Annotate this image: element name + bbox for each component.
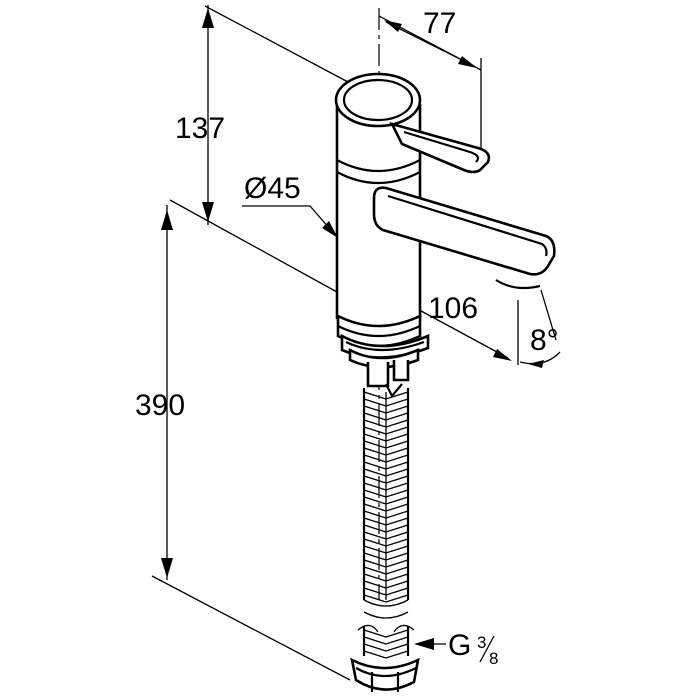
dim-diameter-label: Ø45 — [244, 172, 301, 205]
dimension-77: 77 — [378, 7, 482, 152]
braid-segment — [363, 566, 409, 575]
braid-segment — [363, 524, 409, 533]
braid-segment — [363, 573, 409, 582]
dimension-angle-8: 8° — [519, 289, 561, 368]
thread-denominator-label: 8 — [489, 649, 498, 668]
braid-segment — [363, 454, 409, 463]
dim-angle-label: 8° — [530, 324, 559, 357]
dim-106-label: 106 — [428, 292, 478, 325]
dim-77-label: 77 — [423, 7, 456, 40]
thread-numerator-label: 3 — [477, 633, 486, 652]
dimension-diameter-45: Ø45 — [242, 172, 338, 238]
braid-segment — [363, 629, 409, 638]
lever-handle — [389, 121, 491, 174]
braid-segment — [363, 531, 409, 540]
braid-segment — [363, 433, 409, 442]
braid-segment — [363, 447, 409, 456]
braid-segment — [363, 440, 409, 449]
braid-segment — [363, 496, 409, 505]
dim-390-label: 390 — [135, 389, 185, 422]
braid-segment — [363, 594, 409, 603]
spout — [372, 186, 556, 290]
braid-segment — [363, 510, 409, 519]
braid-segment — [363, 636, 409, 645]
braid-segment — [363, 412, 409, 421]
braid-segment — [363, 482, 409, 491]
braid-segment — [363, 503, 409, 512]
dimension-390: 390 — [135, 205, 351, 681]
thread-callout: G 3 8 — [414, 629, 498, 668]
braid-segment — [363, 650, 409, 659]
braid-segment — [363, 426, 409, 435]
dimension-137: 137 — [169, 5, 349, 293]
braid-segment — [363, 461, 409, 470]
braid-segment — [363, 468, 409, 477]
dim-137-label: 137 — [175, 112, 225, 145]
hose-braid-pattern — [363, 391, 409, 659]
braid-segment — [363, 587, 409, 596]
braid-segment — [363, 545, 409, 554]
braid-segment — [363, 643, 409, 652]
thread-prefix-label: G — [448, 629, 471, 662]
braid-segment — [363, 559, 409, 568]
braid-segment — [363, 398, 409, 407]
braid-segment — [363, 489, 409, 498]
braid-segment — [363, 538, 409, 547]
braid-segment — [363, 475, 409, 484]
braid-segment — [363, 405, 409, 414]
braid-segment — [363, 517, 409, 526]
connector-stubs — [366, 360, 410, 398]
supply-hose — [362, 388, 410, 619]
braid-segment — [363, 391, 409, 400]
braid-segment — [363, 419, 409, 428]
braid-segment — [363, 580, 409, 589]
hose-end-fitting — [350, 624, 420, 692]
braid-segment — [363, 552, 409, 561]
